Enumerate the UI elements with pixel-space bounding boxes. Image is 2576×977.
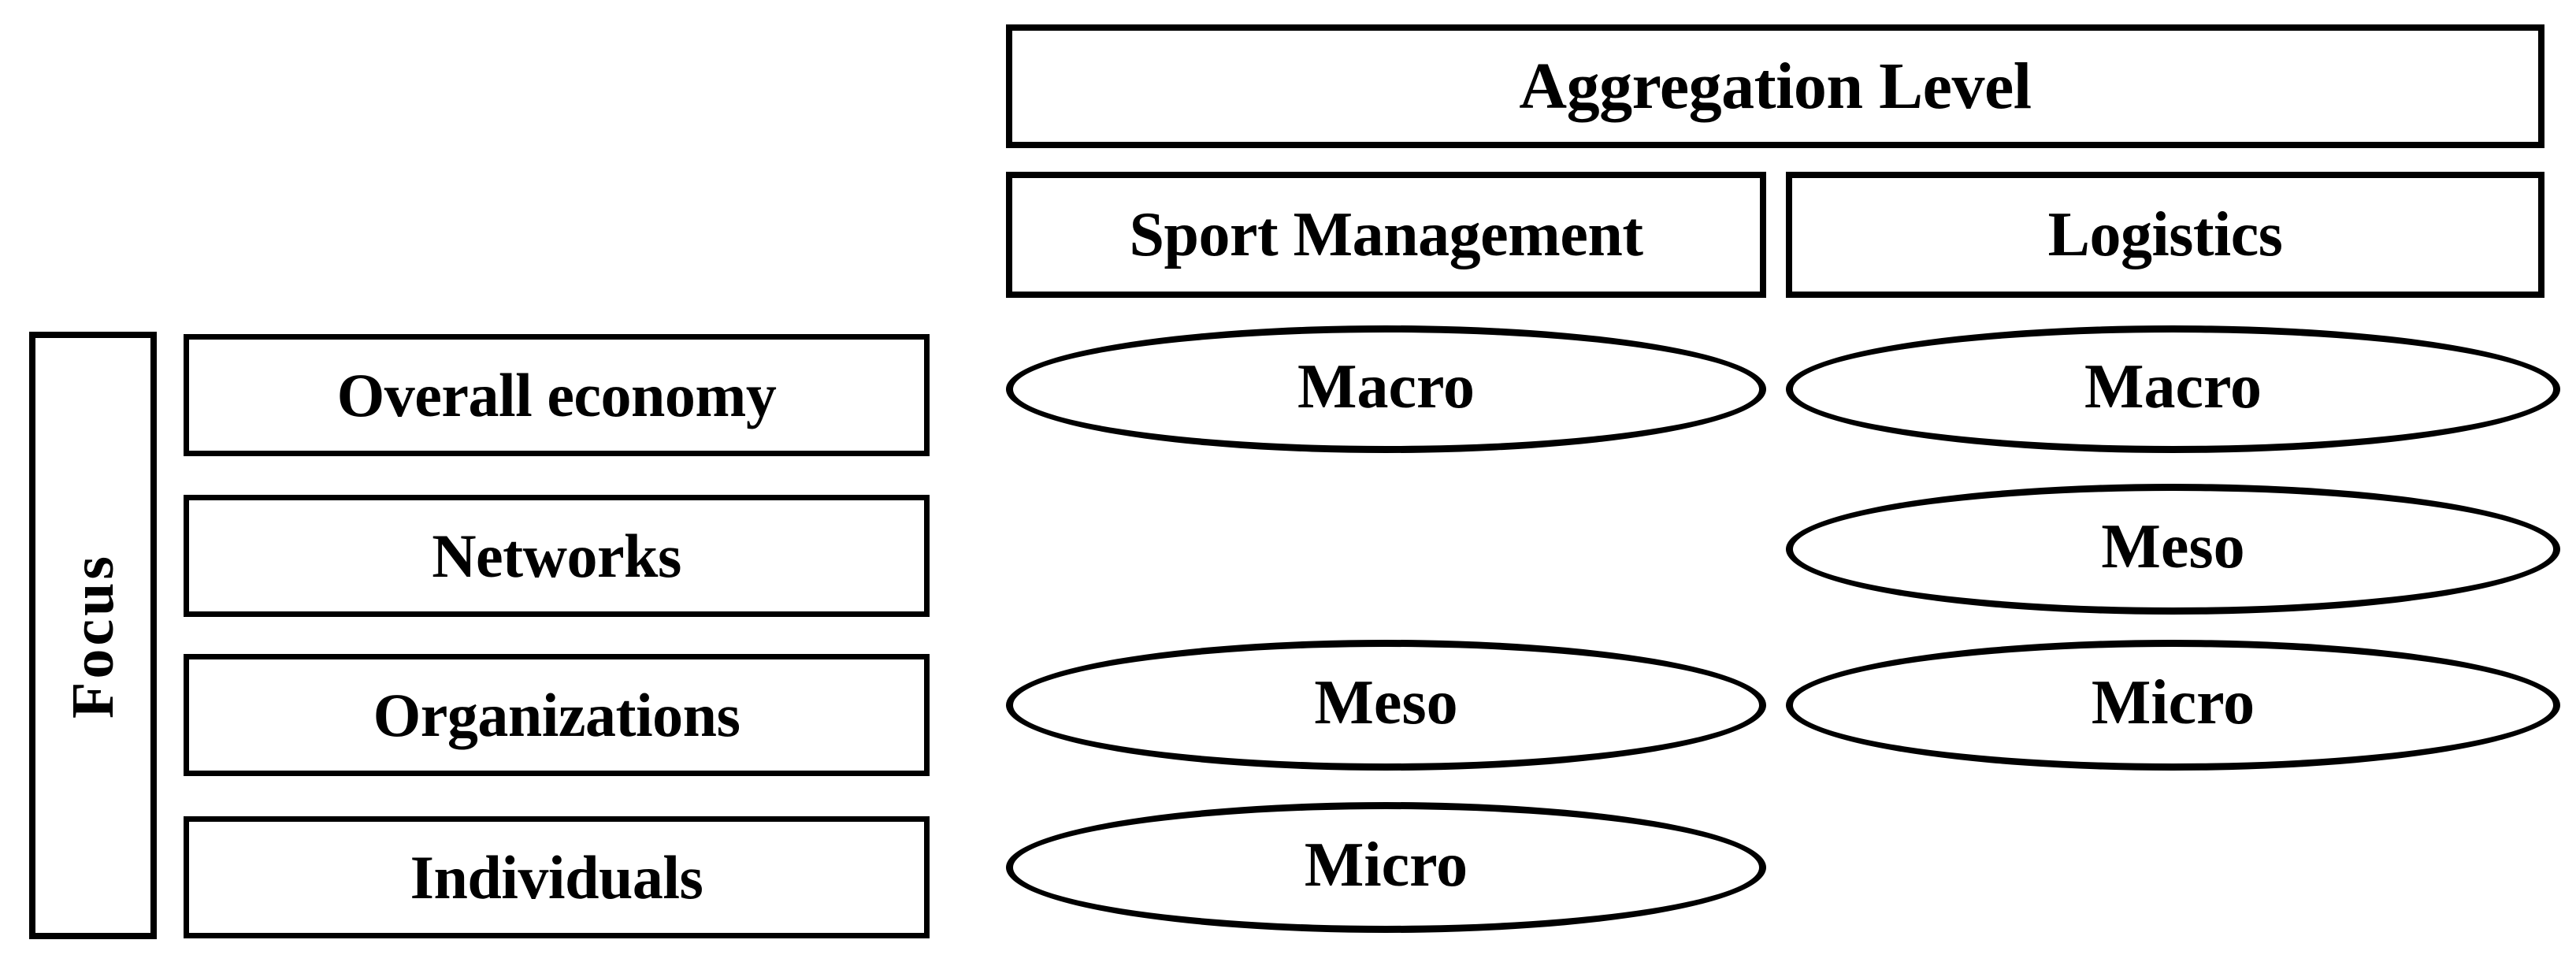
aggregation-level-header-box: Aggregation Level	[1006, 24, 2544, 148]
focus-axis-label: Focus	[60, 552, 126, 719]
matrix-cell-value: Meso	[2101, 512, 2245, 581]
matrix-cell-organizations-sport-management: Meso	[1006, 640, 1766, 771]
column-header-sport-management: Sport Management	[1006, 172, 1766, 298]
matrix-cell-networks-logistics: Meso	[1786, 484, 2560, 615]
column-header-logistics: Logistics	[1786, 172, 2544, 298]
focus-row-individuals-label: Individuals	[410, 842, 703, 912]
focus-row-organizations-label: Organizations	[373, 680, 741, 749]
matrix-cell-overall-economy-sport-management: Macro	[1006, 325, 1766, 453]
focus-row-individuals: Individuals	[184, 816, 930, 938]
focus-row-networks-label: Networks	[432, 521, 681, 590]
matrix-cell-organizations-logistics: Micro	[1786, 640, 2560, 771]
column-header-sport-management-label: Sport Management	[1129, 200, 1643, 269]
matrix-cell-value: Micro	[1304, 830, 1468, 900]
matrix-cell-value: Meso	[1314, 668, 1458, 737]
focus-row-overall-economy-label: Overall economy	[336, 360, 777, 429]
matrix-cell-overall-economy-logistics: Macro	[1786, 325, 2560, 453]
aggregation-level-title: Aggregation Level	[1519, 49, 2032, 123]
matrix-cell-value: Macro	[2084, 352, 2262, 422]
column-header-logistics-label: Logistics	[2047, 200, 2283, 269]
matrix-cell-value: Macro	[1297, 352, 1475, 422]
focus-row-networks: Networks	[184, 495, 930, 617]
matrix-cell-individuals-sport-management: Micro	[1006, 802, 1766, 933]
focus-row-organizations: Organizations	[184, 654, 930, 776]
focus-axis-box: Focus	[29, 332, 157, 939]
focus-row-overall-economy: Overall economy	[184, 334, 930, 456]
matrix-cell-value: Micro	[2091, 668, 2255, 737]
